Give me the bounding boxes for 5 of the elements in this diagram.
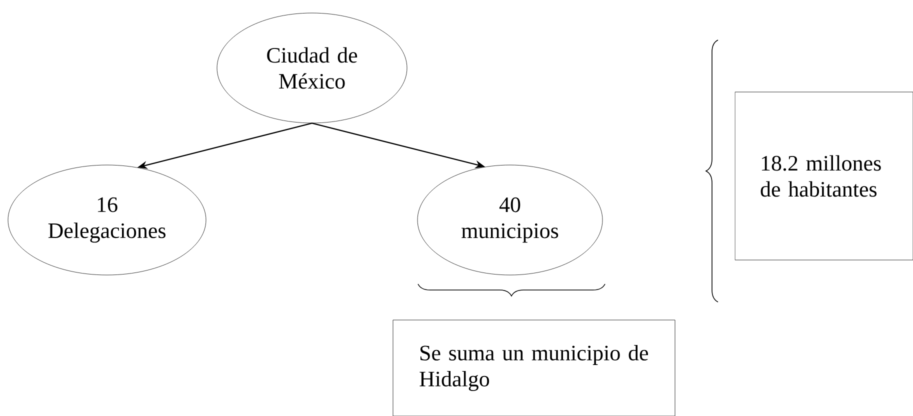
ellipse-node: 40 municipios: [417, 164, 603, 276]
text-box: Se suma un municipio de Hidalgo: [392, 320, 676, 416]
text-box: 18.2 millones de habitantes: [734, 92, 913, 260]
ellipse-node: Ciudad de México: [216, 12, 408, 124]
ellipse-node: 16 Delegaciones: [8, 164, 206, 276]
